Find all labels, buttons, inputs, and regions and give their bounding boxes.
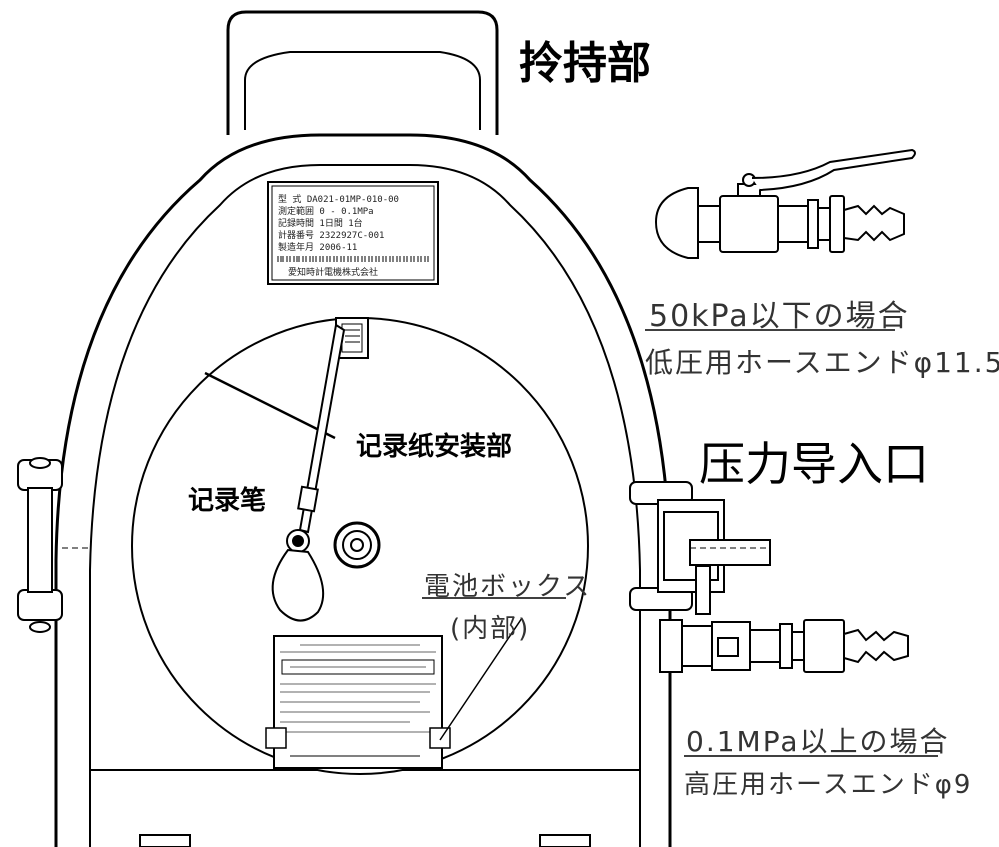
low-pressure-case-label: 50kPa以下の場合 — [649, 299, 910, 334]
battery-box-sub-label: (内部) — [450, 614, 531, 644]
callout-lines — [422, 329, 938, 757]
nameplate-line-4: 計器番号 2322927C-001 — [278, 229, 384, 241]
handle-label: 拎持部 — [519, 38, 651, 89]
pen-arm — [271, 323, 346, 622]
low-pressure-hose-label: 低圧用ホースエンドφ11.5 — [645, 346, 999, 379]
left-hinge — [17, 457, 92, 633]
housing-base — [139, 834, 591, 847]
chart-mount-label: 记录纸安装部 — [356, 432, 513, 462]
nameplate-barcode — [277, 256, 429, 262]
center-hub — [333, 521, 381, 569]
label-text-lines — [280, 644, 436, 733]
nameplate-line-1: 型 式 DA021-01MP-010-00 — [278, 193, 399, 205]
low-pressure-valve — [654, 148, 916, 259]
battery-box-label: 電池ボックス — [424, 572, 592, 602]
nameplate-line-5: 製造年月 2006-11 — [278, 241, 357, 253]
pressure-inlet-label: 压力导入口 — [699, 437, 929, 491]
nameplate-line-2: 測定範囲 0 - 0.1MPa — [278, 205, 374, 217]
pen-label: 记录笔 — [188, 486, 267, 516]
carrying-handle — [226, 10, 499, 135]
mounted-valve-assembly — [659, 539, 909, 673]
high-pressure-hose-label: 高圧用ホースエンドφ9 — [684, 770, 973, 800]
battery-label-panel — [265, 635, 451, 769]
nameplate-line-3: 記録時間 1日間 1台 — [278, 217, 363, 229]
high-pressure-case-label: 0.1MPa以上の場合 — [686, 725, 950, 758]
nameplate: 型 式 DA021-01MP-010-00 測定範囲 0 - 0.1MPa 記録… — [267, 181, 439, 285]
nameplate-maker: 愛知時計電機株式会社 — [288, 266, 378, 278]
